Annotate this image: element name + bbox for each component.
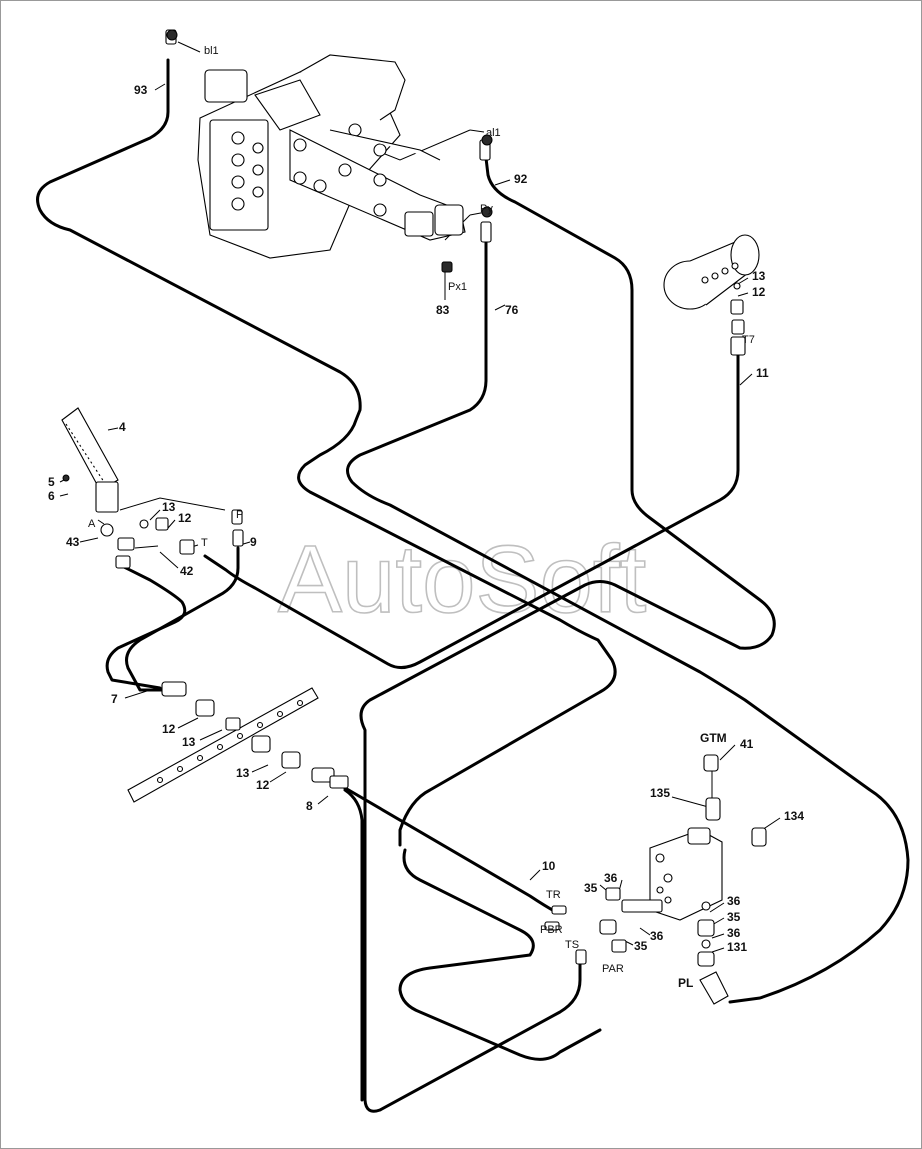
label-11: 11 — [756, 366, 769, 380]
label-36-d: 36 — [727, 926, 741, 940]
label-36-c: 36 — [727, 894, 741, 908]
hose-9 — [125, 546, 240, 692]
label-135: 135 — [650, 786, 670, 800]
label-6: 6 — [48, 489, 55, 503]
hose-92 — [359, 156, 776, 1113]
hose-lines — [36, 58, 910, 1113]
label-76: 76 — [505, 303, 519, 317]
label-ts: TS — [565, 939, 579, 951]
label-tr: TR — [546, 889, 561, 901]
label-13-mid: 13 — [162, 500, 176, 514]
mounting-bracket — [127, 681, 349, 803]
label-43: 43 — [66, 535, 80, 549]
label-4: 4 — [119, 420, 126, 434]
label-10: 10 — [542, 859, 556, 873]
label-px1: Px1 — [448, 281, 467, 293]
label-93: 93 — [134, 83, 148, 97]
label-12-mid: 12 — [178, 511, 192, 525]
label-42: 42 — [180, 564, 194, 578]
label-gtm: GTM — [700, 731, 727, 745]
label-pbr: PBR — [540, 924, 563, 936]
label-134: 134 — [784, 809, 804, 823]
leader-lines — [59, 41, 781, 953]
label-83: 83 — [436, 303, 450, 317]
label-al1: al1 — [486, 127, 501, 139]
label-5: 5 — [48, 475, 55, 489]
hose-93 — [36, 58, 617, 847]
hose-7 — [105, 563, 187, 690]
return-manifold — [663, 234, 760, 356]
label-35-a: 35 — [584, 881, 598, 895]
label-t: T — [201, 537, 208, 549]
label-131: 131 — [727, 940, 747, 954]
callout-labels: bl1 93 al1 92 Py Px1 83 76 13 12 T7 11 4… — [48, 45, 804, 990]
label-36-b: 36 — [650, 929, 664, 943]
label-py: Py — [480, 203, 493, 215]
brake-valve-block — [544, 754, 767, 1005]
label-8: 8 — [306, 799, 313, 813]
hose-lower-loop — [398, 848, 602, 1061]
label-92: 92 — [514, 172, 528, 186]
label-12-low: 12 — [256, 778, 270, 792]
label-35-c: 35 — [727, 910, 741, 924]
label-35-b: 35 — [634, 939, 648, 953]
label-12-top: 12 — [752, 285, 766, 299]
label-a: A — [88, 518, 96, 530]
label-13-top: 13 — [752, 269, 766, 283]
label-9: 9 — [250, 535, 257, 549]
label-12-left: 12 — [162, 722, 176, 736]
label-36-a: 36 — [604, 871, 618, 885]
hose-8 — [343, 788, 364, 1102]
label-pl: PL — [678, 976, 693, 990]
label-par: PAR — [602, 963, 624, 975]
label-13-low: 13 — [236, 766, 250, 780]
label-t7: T7 — [742, 334, 755, 346]
pedal-valve — [61, 407, 244, 569]
label-7: 7 — [111, 692, 118, 706]
main-control-valve — [165, 29, 493, 273]
label-bl1: bl1 — [204, 45, 219, 57]
label-p: P — [236, 509, 243, 521]
label-41: 41 — [740, 737, 754, 751]
hose-76 — [346, 234, 910, 1004]
watermark: AutoSoft — [278, 526, 646, 633]
label-13-left: 13 — [182, 735, 196, 749]
